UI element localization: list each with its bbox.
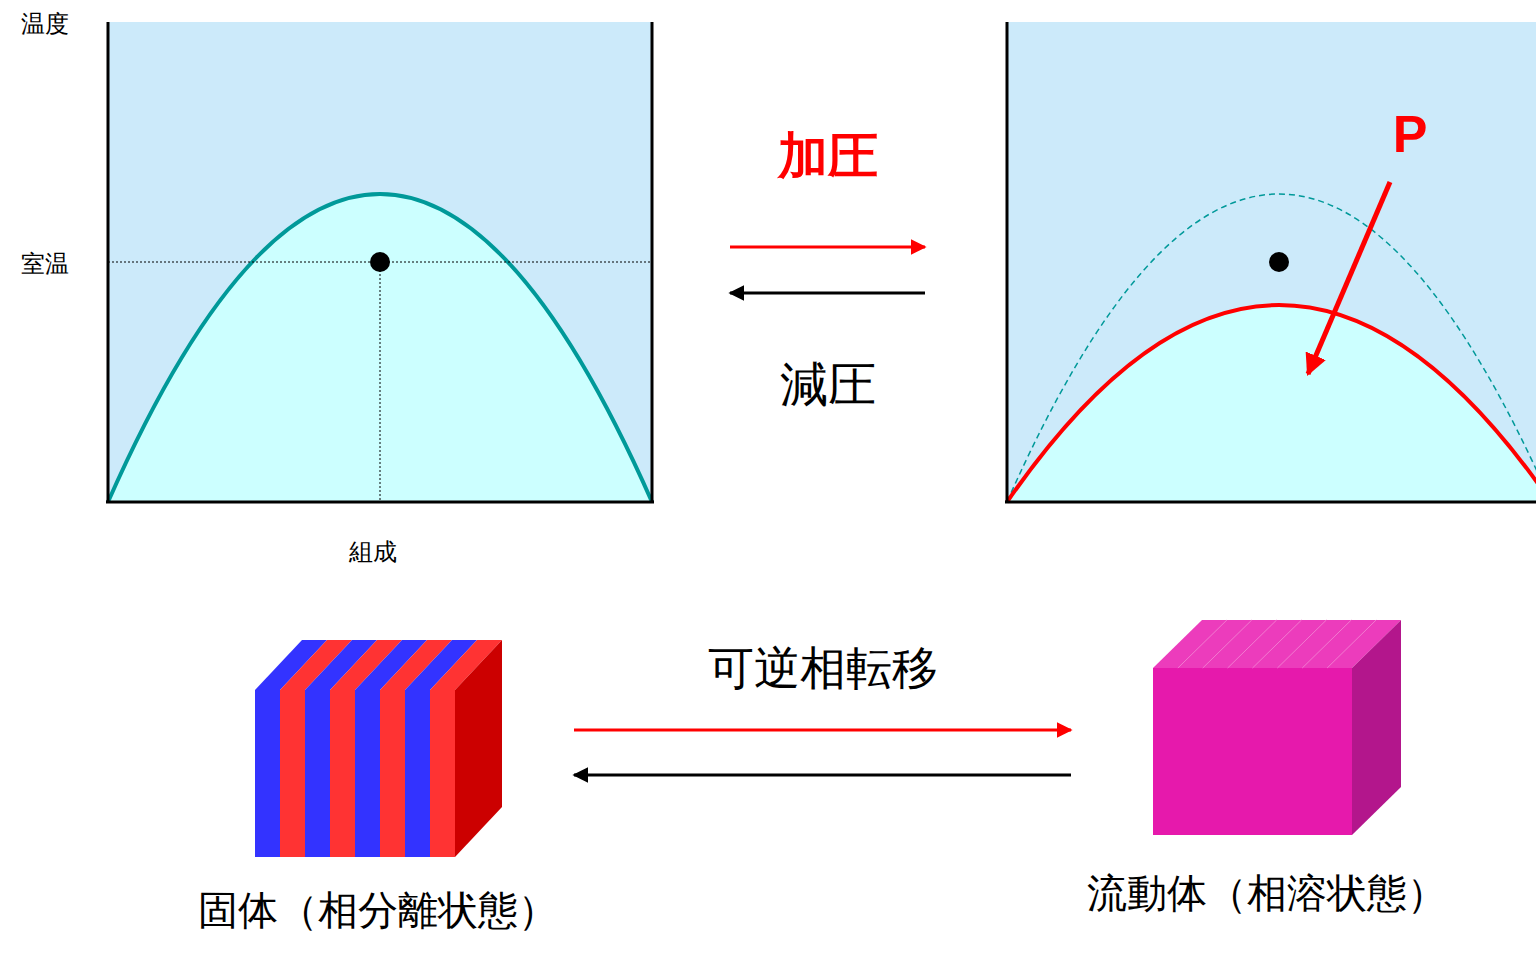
axis-line — [651, 22, 654, 503]
axis-tick-label: 室温 — [21, 251, 69, 279]
process-label: 減圧 — [780, 357, 876, 412]
stripe-face — [355, 690, 380, 857]
stripe-face — [405, 690, 430, 857]
pressurize-arrow — [730, 246, 925, 249]
composition-line — [380, 262, 381, 502]
state-caption: 流動体（相溶状態） — [1087, 870, 1447, 916]
surface-line — [1302, 620, 1351, 668]
two-phase-region — [1007, 305, 1536, 502]
surface-line — [1228, 620, 1277, 668]
material-block: 流動体（相溶状態） — [1075, 610, 1459, 924]
stripe-face — [430, 690, 455, 857]
axis-line — [107, 22, 110, 503]
block-side — [1352, 620, 1401, 835]
plot-background — [108, 22, 652, 502]
stripe-face — [380, 690, 405, 857]
state-caption: 固体（相分離状態） — [198, 887, 558, 933]
surface-line — [1253, 620, 1302, 668]
depressurize-arrow — [730, 292, 925, 295]
two-phase-region — [108, 194, 652, 502]
transition-arrow — [574, 774, 1071, 777]
binodal-curve — [108, 194, 652, 502]
stripe-face — [280, 690, 305, 857]
previous-binodal-curve — [1007, 194, 1536, 502]
surface-line — [1178, 620, 1227, 668]
surface-line — [1277, 620, 1326, 668]
state-point — [1269, 252, 1289, 272]
stripe-face — [330, 690, 355, 857]
shifted-binodal-curve — [1007, 305, 1536, 502]
axis-line — [1006, 22, 1009, 503]
pressure-symbol: P — [1393, 105, 1428, 165]
transition-arrow — [574, 729, 1071, 732]
axis-title: 組成 — [349, 539, 397, 567]
block-front — [1153, 668, 1352, 835]
transition-label: 可逆相転移 — [704, 642, 942, 695]
pressure-arrow — [1308, 182, 1390, 374]
stripe-face — [305, 690, 330, 857]
state-point — [370, 252, 390, 272]
material-block: 固体（相分離状態） — [186, 628, 570, 941]
axis-line — [1005, 501, 1536, 504]
surface-line — [1203, 620, 1252, 668]
stripe-face — [255, 690, 280, 857]
axis-title: 温度 — [21, 11, 69, 39]
axis-line — [106, 501, 654, 504]
block-side — [455, 640, 502, 857]
process-label: 加圧 — [778, 128, 878, 186]
